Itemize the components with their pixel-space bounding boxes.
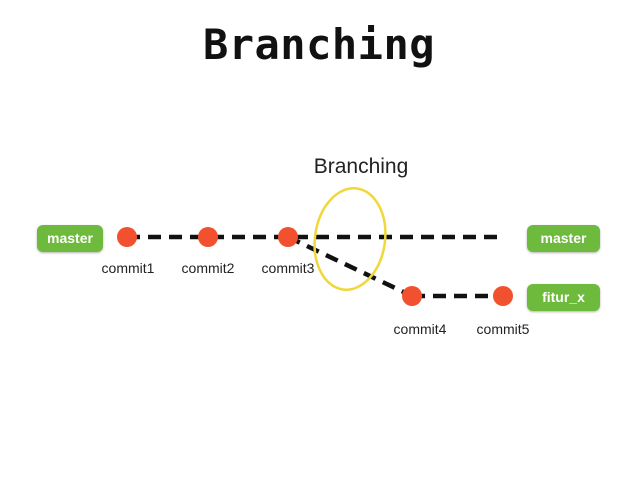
commit5-dot bbox=[493, 286, 513, 306]
commit1-dot bbox=[117, 227, 137, 247]
master-branch-tag-left: master bbox=[37, 225, 103, 252]
feature-branch-tag: fitur_x bbox=[527, 284, 600, 311]
commit5-label: commit5 bbox=[476, 321, 530, 337]
slide-title: Branching bbox=[202, 20, 436, 69]
commit4-dot bbox=[402, 286, 422, 306]
commit3-label: commit3 bbox=[261, 260, 315, 276]
commit4-label: commit4 bbox=[393, 321, 447, 337]
branch-highlight-ring bbox=[313, 187, 387, 291]
branch-diagonal-line bbox=[287, 234, 413, 299]
commit1-label: commit1 bbox=[101, 260, 155, 276]
commit2-dot bbox=[198, 227, 218, 247]
commit3-dot bbox=[278, 227, 298, 247]
commit2-label: commit2 bbox=[181, 260, 235, 276]
master-branch-tag-right: master bbox=[527, 225, 600, 252]
branching-annotation: Branching bbox=[313, 155, 409, 178]
